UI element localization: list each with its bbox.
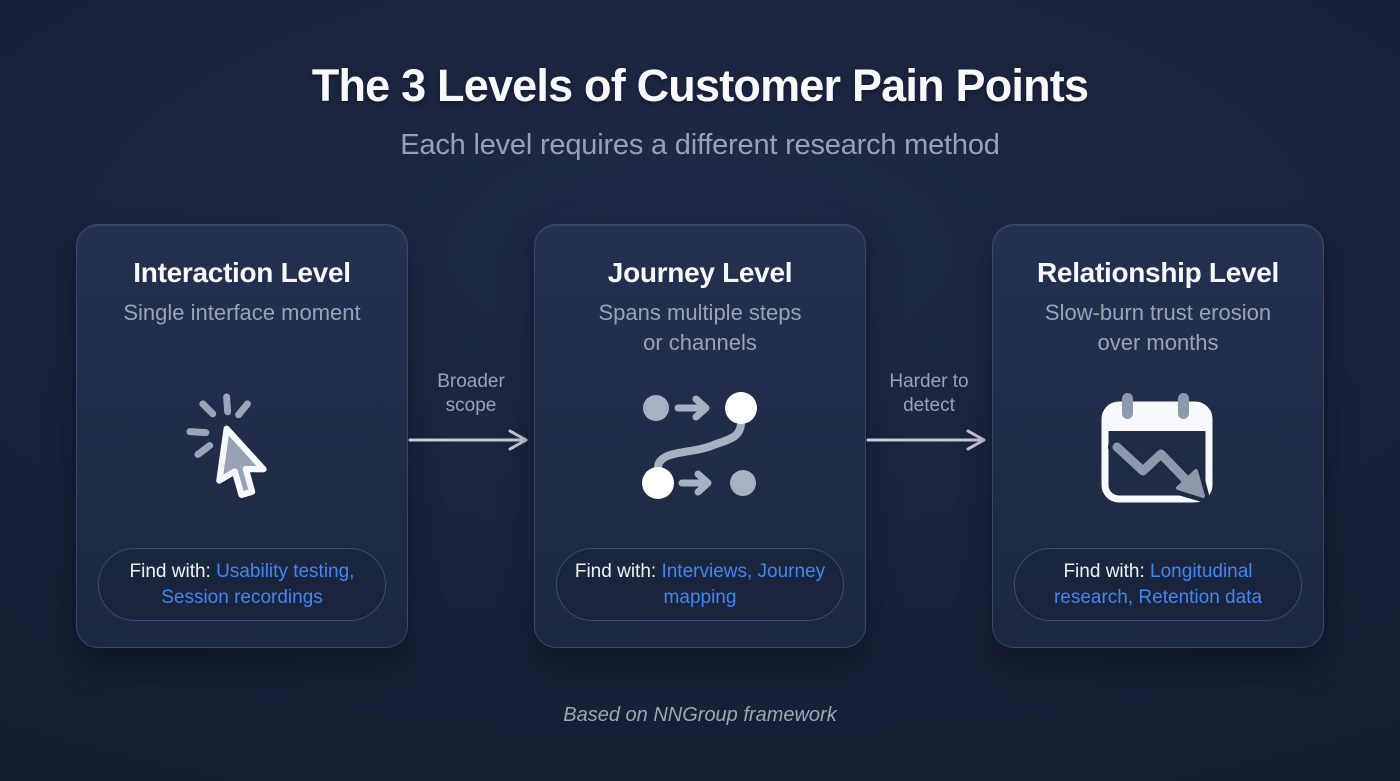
calendar-decline-icon	[1101, 393, 1213, 503]
journey-path-icon	[642, 392, 757, 499]
find-with-text: Find with: Interviews, Journey mapping	[569, 559, 831, 610]
footer-attribution: Based on NNGroup framework	[563, 704, 837, 726]
find-with-label: Find with:	[574, 561, 657, 583]
card-title: Interaction Level	[133, 257, 351, 288]
connector-harder-to-detect: Harder to detect	[866, 370, 992, 453]
find-with-methods: Usability testing, Session recordings	[161, 561, 355, 608]
card-relationship-level: Relationship Level Slow-burn trust erosi…	[992, 224, 1324, 648]
card-description: Single interface moment	[123, 300, 361, 325]
card-title: Relationship Level	[1037, 257, 1279, 288]
connector-label: Broader scope	[437, 371, 505, 417]
card-description: Spans multiple steps or channels	[598, 300, 802, 355]
right-arrow-icon	[408, 429, 528, 451]
card-icon-area	[535, 391, 865, 501]
card-description: Slow-burn trust erosion over months	[1044, 300, 1272, 355]
card-title: Journey Level	[607, 257, 793, 288]
right-arrow-icon	[866, 429, 986, 451]
page-subtitle: Each level requires a different research…	[400, 129, 1000, 161]
find-with-pill: Find with: Longitudinal research, Retent…	[1014, 548, 1302, 621]
card-icon-area	[77, 391, 407, 505]
connector-label: Harder to detect	[889, 371, 969, 417]
find-with-methods: Interviews, Journey mapping	[661, 561, 826, 608]
card-interaction-level: Interaction Level Single interface momen…	[76, 224, 408, 648]
find-with-text: Find with: Longitudinal research, Retent…	[1027, 559, 1289, 610]
find-with-pill: Find with: Usability testing, Session re…	[98, 548, 386, 621]
find-with-pill: Find with: Interviews, Journey mapping	[556, 548, 844, 621]
page-title: The 3 Levels of Customer Pain Points	[311, 60, 1089, 111]
find-with-methods: Longitudinal research, Retention data	[1053, 561, 1263, 608]
cursor-click-icon	[186, 393, 267, 498]
card-icon-area	[993, 391, 1323, 513]
find-with-text: Find with: Usability testing, Session re…	[111, 559, 373, 610]
card-journey-level: Journey Level Spans multiple steps or ch…	[534, 224, 866, 648]
connector-broader-scope: Broader scope	[408, 370, 534, 453]
find-with-label: Find with:	[129, 561, 211, 583]
find-with-label: Find with:	[1063, 561, 1145, 583]
